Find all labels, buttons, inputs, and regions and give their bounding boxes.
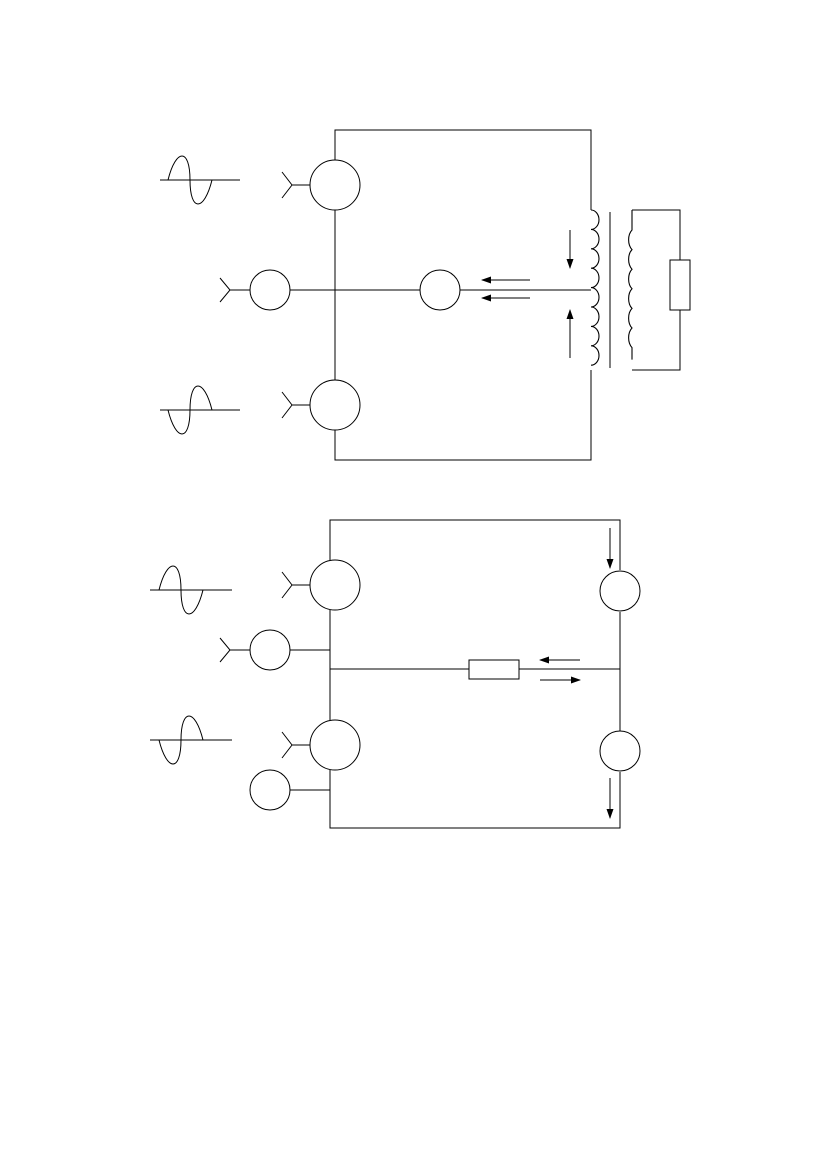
diagram-transformer-circuit [160,129,691,461]
meter-right-top [599,570,641,612]
wire-top [329,519,621,570]
generator-bottom [281,379,361,431]
wire-top [334,129,592,210]
transformer-secondary [628,209,681,371]
antenna-icon [281,171,293,199]
sine-wave-icon [150,565,232,615]
series-resistor [468,659,520,680]
diagram-bridge-circuit [150,519,641,829]
generator-top [281,559,361,611]
antenna-icon [219,637,231,663]
load-resistor [669,259,691,311]
wire-bottom [334,370,592,461]
generator-top [281,159,361,211]
antenna-icon [219,277,231,303]
meter-left [219,269,291,311]
meter-right-bottom [599,730,641,772]
meter-left-top [219,629,291,671]
antenna-icon [281,731,293,759]
sine-wave-inverted-icon [150,715,232,765]
transformer-primary [590,209,600,366]
sine-wave-icon [160,155,240,205]
meter-left-bottom [249,769,291,811]
generator-bottom [281,719,361,771]
antenna-icon [281,571,293,599]
sine-wave-inverted-icon [160,385,240,435]
meter-center [419,269,461,311]
antenna-icon [281,391,293,419]
wire-bottom [329,770,621,829]
